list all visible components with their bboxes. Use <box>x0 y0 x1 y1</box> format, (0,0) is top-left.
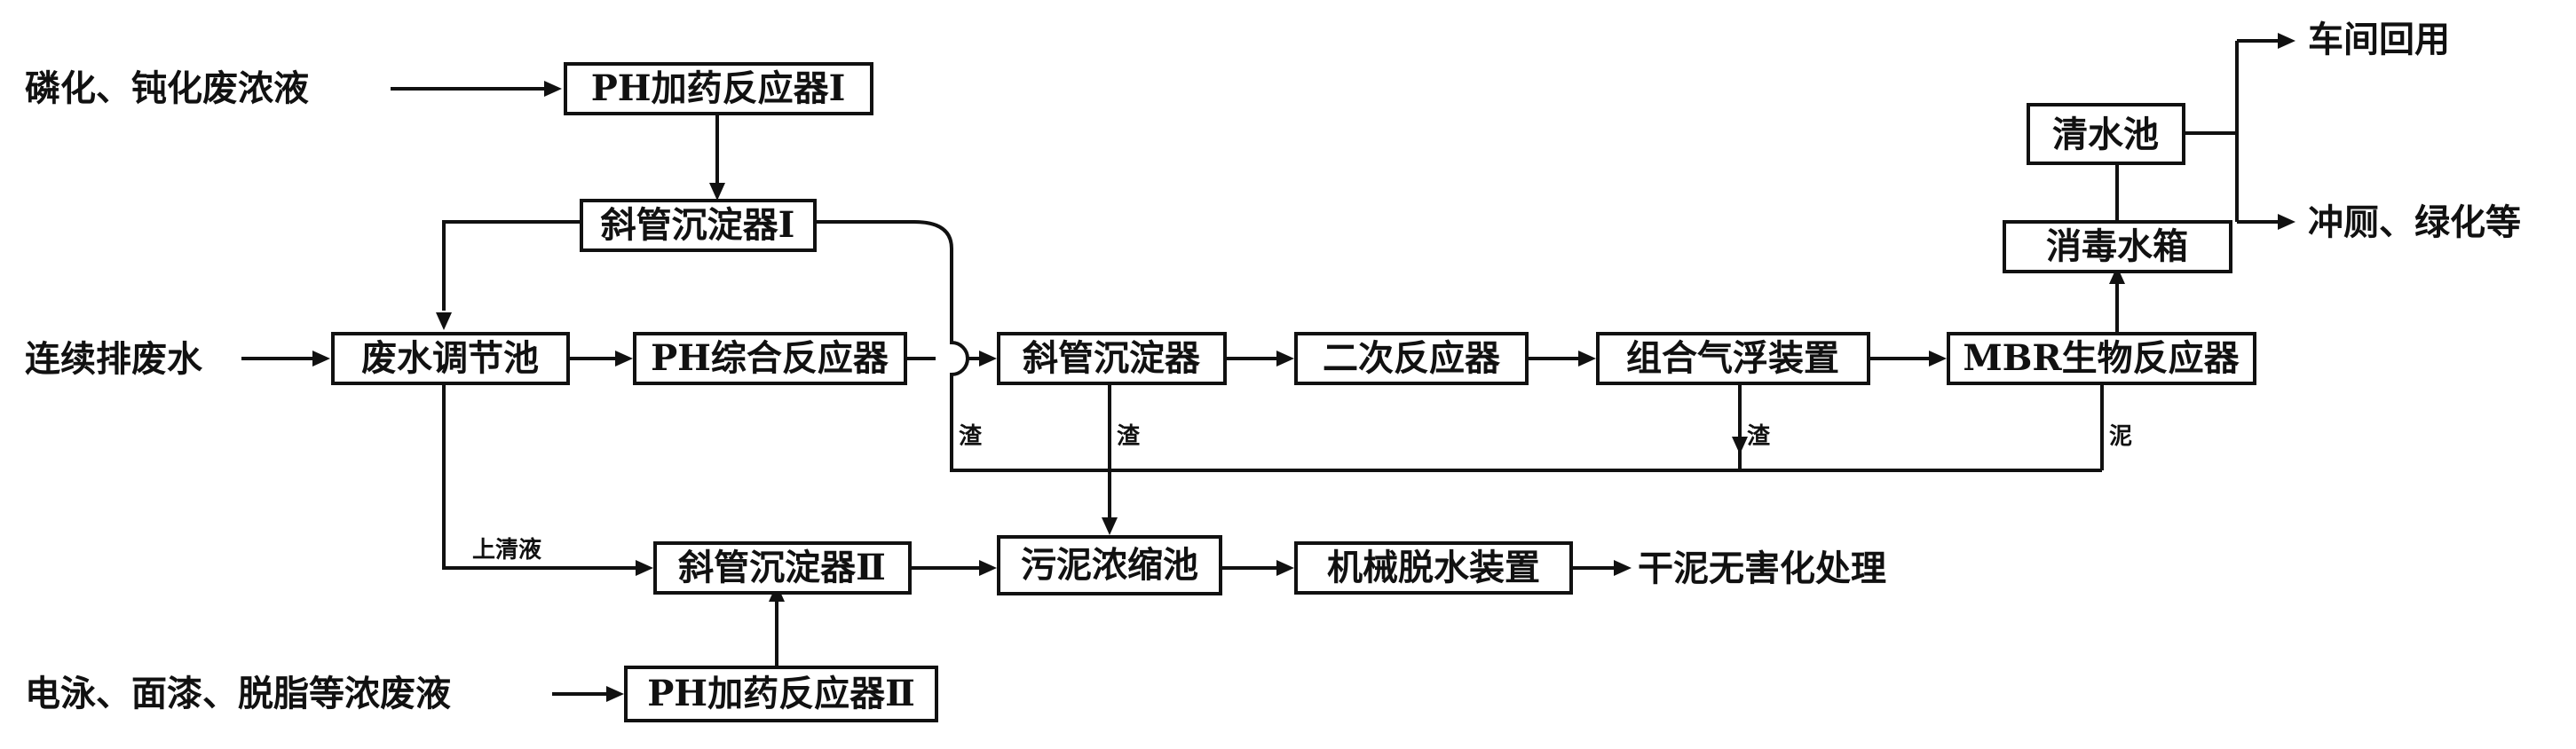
label-residue-1: 渣 <box>959 423 983 450</box>
source-phosphating: 磷化、钝化废浓液 <box>25 68 309 109</box>
source-electrophoresis: 电泳、面漆、脱脂等浓废液 <box>25 674 451 714</box>
edge-settler1-to-thickener <box>815 220 1105 472</box>
node-equalization-tank-label: 废水调节池 <box>361 337 539 379</box>
node-sludge-thickener: 污泥浓缩池 <box>997 535 1222 595</box>
edge-equalization-to-settler2 <box>442 383 637 570</box>
arrow-into-reuse <box>2278 33 2295 49</box>
arrow-into-phcombined <box>615 351 633 367</box>
node-clear-water-tank: 清水池 <box>2027 103 2185 165</box>
arrow-into-settler1 <box>709 183 725 201</box>
arrow-into-thickener-top <box>1102 517 1118 535</box>
label-supernatant: 上清液 <box>472 537 541 564</box>
arrow-into-secondary <box>1276 351 1294 367</box>
arrow-into-flush <box>2278 214 2295 230</box>
arrow-into-settler <box>979 351 997 367</box>
label-sludge: 泥 <box>2109 423 2132 450</box>
arrow-into-flotation <box>1578 351 1596 367</box>
node-incline-settler-1: 斜管沉淀器Ⅰ <box>580 199 817 252</box>
node-secondary-reactor: 二次反应器 <box>1294 332 1529 385</box>
node-clear-water-tank-label: 清水池 <box>2052 114 2159 155</box>
edge-settler1-to-equalization <box>442 220 581 311</box>
process-nodes: PH加药反应器Ⅰ 斜管沉淀器Ⅰ 废水调节池 PH综合反应器 斜管沉淀器 二次反应… <box>331 62 2256 722</box>
node-disinfection-tank-label: 消毒水箱 <box>2046 225 2188 267</box>
sources-and-outputs: 磷化、钝化废浓液 连续排废水 电泳、面漆、脱脂等浓废液 车间回用 冲厕、绿化等 … <box>25 20 2521 714</box>
node-dewatering: 机械脱水装置 <box>1294 541 1573 595</box>
node-incline-settler-1-label: 斜管沉淀器Ⅰ <box>601 204 795 246</box>
arrow-into-mbr <box>1929 351 1947 367</box>
node-secondary-reactor-label: 二次反应器 <box>1323 337 1501 379</box>
node-ph-reactor-1-label: PH加药反应器Ⅰ <box>591 67 846 109</box>
arrow-into-dewatering <box>1276 560 1294 576</box>
arrow-flotation-residue <box>1732 437 1748 454</box>
arrow-into-equalization-left <box>312 351 330 367</box>
arrow-into-drysludge <box>1614 560 1632 576</box>
output-workshop-reuse: 车间回用 <box>2308 20 2450 60</box>
node-ph-reactor-1: PH加药反应器Ⅰ <box>564 62 873 115</box>
node-disinfection-tank: 消毒水箱 <box>2003 220 2232 273</box>
node-ph-combined-reactor: PH综合反应器 <box>633 332 907 385</box>
node-dewatering-label: 机械脱水装置 <box>1327 547 1540 588</box>
arrow-into-thickener <box>979 560 997 576</box>
node-air-flotation: 组合气浮装置 <box>1596 332 1870 385</box>
source-continuous: 连续排废水 <box>25 339 203 380</box>
node-ph-reactor-2: PH加药反应器Ⅱ <box>624 666 938 722</box>
node-sludge-thickener-label: 污泥浓缩池 <box>1021 544 1198 586</box>
output-dry-sludge: 干泥无害化处理 <box>1638 548 1886 589</box>
node-incline-settler-label: 斜管沉淀器 <box>1023 337 1201 379</box>
output-flush-greening: 冲厕、绿化等 <box>2308 202 2521 243</box>
node-air-flotation-label: 组合气浮装置 <box>1626 337 1839 379</box>
label-residue-3: 渣 <box>1747 423 1771 450</box>
edge-labels: 渣 渣 渣 泥 上清液 <box>472 423 2132 564</box>
node-ph-combined-reactor-label: PH综合反应器 <box>651 337 889 379</box>
node-ph-reactor-2-label: PH加药反应器Ⅱ <box>647 673 915 714</box>
node-equalization-tank: 废水调节池 <box>331 332 570 385</box>
arrow-into-ph2 <box>606 686 624 702</box>
arrow-into-disinfection <box>2109 266 2125 284</box>
label-residue-2: 渣 <box>1117 423 1141 450</box>
arrow-into-ph1 <box>544 81 562 97</box>
arrow-into-equalization <box>436 312 452 330</box>
arrow-into-settler2 <box>636 560 653 576</box>
node-incline-settler-2: 斜管沉淀器Ⅱ <box>653 541 912 595</box>
node-mbr-reactor-label: MBR生物反应器 <box>1963 337 2240 379</box>
connectors <box>241 39 2280 696</box>
node-incline-settler: 斜管沉淀器 <box>997 332 1227 385</box>
node-mbr-reactor: MBR生物反应器 <box>1947 332 2256 385</box>
node-incline-settler-2-label: 斜管沉淀器Ⅱ <box>678 547 886 588</box>
